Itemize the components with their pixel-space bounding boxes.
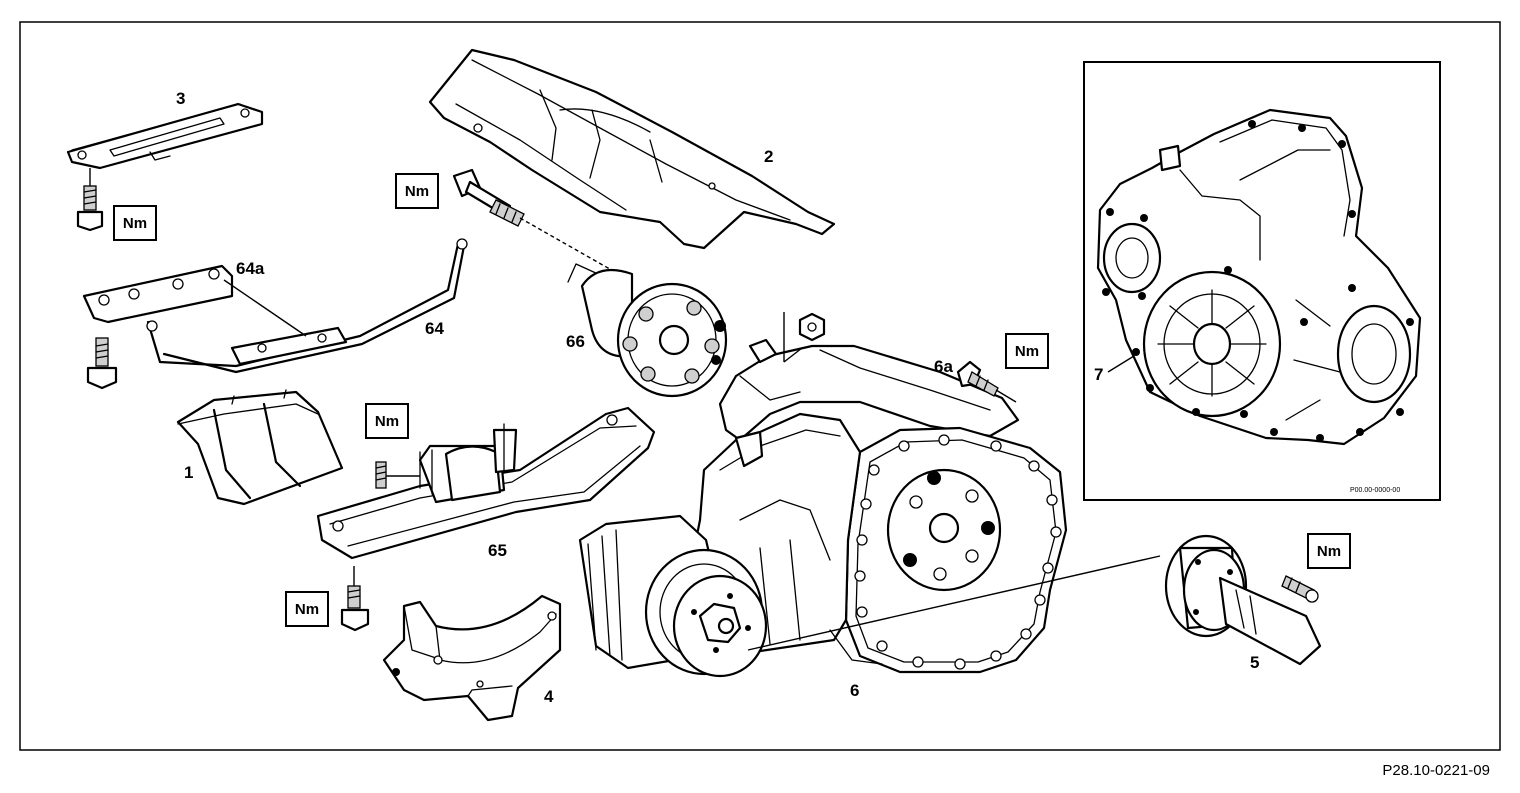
inset-frame xyxy=(1083,61,1441,501)
leader-7 xyxy=(1107,355,1135,373)
callout-6a: 6a xyxy=(934,357,953,376)
part-6-transfer-case xyxy=(578,338,1068,678)
part-3-bracket-plate xyxy=(66,102,264,170)
torque-symbol-1: Nm xyxy=(113,205,157,241)
part-7-transfer-case-assembly xyxy=(1096,108,1422,446)
callout-5: 5 xyxy=(1250,653,1259,672)
callout-4: 4 xyxy=(544,687,554,706)
part-6a-bolt xyxy=(956,360,1017,403)
part-3-bolt xyxy=(76,168,104,232)
torque-symbol-5: Nm xyxy=(1005,333,1049,369)
callout-66: 66 xyxy=(566,332,585,351)
nut xyxy=(783,312,826,363)
callout-65: 65 xyxy=(488,541,507,560)
part-66-flex-disc xyxy=(567,263,728,398)
part-64-bolt xyxy=(86,337,118,390)
part-4-mounting-bracket xyxy=(382,594,562,722)
torque-symbol-2: Nm xyxy=(395,173,439,209)
callout-64: 64 xyxy=(425,319,444,338)
part-65-stud xyxy=(375,461,420,489)
long-bolt xyxy=(452,168,623,277)
figure-code: P28.10-0221-09 xyxy=(1382,762,1490,779)
diagram-frame xyxy=(19,21,1501,751)
leader-drive-line xyxy=(747,555,1161,651)
torque-symbol-3: Nm xyxy=(365,403,409,439)
callout-7: 7 xyxy=(1094,365,1103,384)
part-65-crossmember xyxy=(316,406,656,560)
inset-code: P00.00-0000-00 xyxy=(1350,487,1400,494)
torque-label: Nm xyxy=(295,601,319,618)
torque-symbol-4: Nm xyxy=(285,591,329,627)
torque-label: Nm xyxy=(405,183,429,200)
leader-64a xyxy=(223,279,307,337)
callout-3: 3 xyxy=(176,89,185,108)
part-1-heat-shield xyxy=(176,389,344,506)
callout-64a: 64a xyxy=(236,259,265,278)
torque-label: Nm xyxy=(123,215,147,232)
part-2-tunnel-shield xyxy=(428,48,836,250)
part-65-bolt xyxy=(340,566,370,632)
part-5-output-flange xyxy=(1164,534,1322,666)
torque-label: Nm xyxy=(375,413,399,430)
callout-1: 1 xyxy=(184,463,193,482)
callout-2: 2 xyxy=(764,147,773,166)
part-64-bracket xyxy=(82,238,468,374)
torque-label: Nm xyxy=(1317,543,1341,560)
callout-6: 6 xyxy=(850,681,859,700)
torque-symbol-6: Nm xyxy=(1307,533,1351,569)
torque-label: Nm xyxy=(1015,343,1039,360)
